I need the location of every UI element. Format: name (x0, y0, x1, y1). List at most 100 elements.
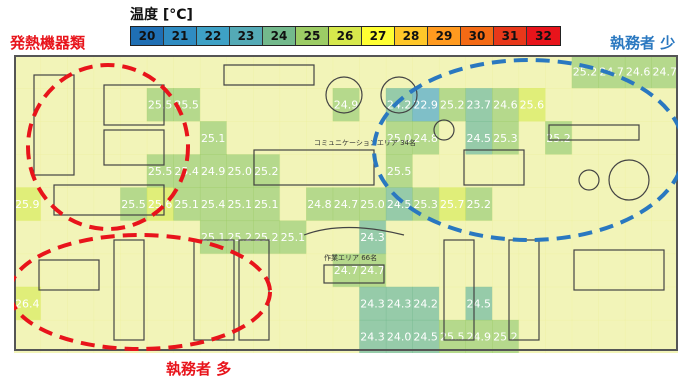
heatmap-cell (385, 220, 413, 255)
heatmap-cell (571, 121, 599, 155)
heatmap-cell (173, 187, 201, 222)
heatmap-cell (14, 253, 42, 288)
cell-temperature-label: 25.2 (254, 231, 279, 244)
heatmap-cell (226, 187, 254, 222)
heatmap-cell (385, 55, 413, 89)
heatmap-cell (518, 319, 546, 353)
cell-temperature-label: 24.9 (467, 330, 492, 343)
cell-temperature-label: 25.1 (228, 198, 253, 211)
many-workers-ellipse (14, 233, 272, 351)
heatmap-cell (545, 154, 573, 188)
heatmap-cell (332, 220, 360, 255)
heatmap-cell (253, 88, 281, 122)
heatmap-cell (14, 154, 42, 188)
heatmap-cell (14, 220, 42, 255)
heatmap-cell (438, 154, 467, 188)
heatmap-cell (120, 88, 148, 122)
heatmap-cell (226, 121, 254, 155)
heatmap-cell (332, 88, 360, 122)
heatmap-cell (598, 187, 626, 222)
cell-temperature-label: 24.3 (387, 297, 412, 310)
heatmap-cell (412, 319, 440, 353)
heatmap-cell (306, 55, 334, 89)
cell-temperature-label: 24.3 (360, 330, 385, 343)
cell-temperature-label: 25.3 (413, 198, 438, 211)
heatmap-cell (465, 319, 493, 353)
heatmap-cell (624, 286, 652, 321)
heatmap-cell (518, 187, 546, 222)
heatmap-cell (93, 154, 121, 188)
heatmap-cell (40, 253, 68, 288)
heatmap-cell (306, 154, 334, 188)
heatmap-cell (67, 319, 95, 353)
cell-temperature-label: 25.2 (440, 99, 465, 112)
heatmap-cell (199, 187, 227, 222)
legend-step: 28 (395, 27, 428, 45)
heatmap-cell (279, 121, 307, 155)
cell-temperature-label: 25.1 (201, 132, 226, 145)
heatmap-cell (492, 187, 520, 222)
heatmap-cell (253, 121, 281, 155)
heatmap-cell (226, 88, 254, 122)
communication-area-label: コミュニケーションエリア 34名 (314, 138, 416, 147)
heatmap-cell (465, 154, 493, 188)
heatmap-cell (624, 154, 652, 188)
heatmap-cell (67, 154, 95, 188)
heatmap-cell (67, 121, 95, 155)
heatmap-cell (359, 253, 387, 288)
heatmap-cell (40, 154, 68, 188)
heatmap-cell (624, 220, 652, 255)
heatmap-cell (14, 319, 42, 353)
heatmap-cell (651, 121, 678, 155)
heatmap-cell (332, 187, 360, 222)
heatmap-cell (306, 286, 334, 321)
legend-step: 29 (428, 27, 461, 45)
heatmap-cell (306, 253, 334, 288)
heatmap-cell (332, 253, 360, 288)
legend-step: 30 (461, 27, 494, 45)
heatmap-cell (67, 253, 95, 288)
cell-temperature-label: 24.7 (334, 264, 359, 277)
heatmap-cell (306, 220, 334, 255)
heatmap-cell (651, 220, 678, 255)
cell-temperature-label: 25.1 (201, 231, 226, 244)
heatmap-cell (306, 319, 334, 353)
many-workers-label: 執務者 多 (166, 360, 232, 378)
heatmap-cell (571, 55, 599, 89)
heatmap-cell (598, 319, 626, 353)
heatmap-cell (279, 55, 307, 89)
heatmap-cell (465, 55, 493, 89)
cell-temperature-label: 25.1 (254, 198, 279, 211)
heatmap-cell (14, 88, 42, 122)
heatmap-cell (120, 121, 148, 155)
heatmap-cell (438, 88, 467, 122)
heatmap-cell (598, 286, 626, 321)
legend-title: 温度 [°C] (130, 7, 193, 23)
cell-temperature-label: 25.5 (148, 165, 173, 178)
cell-temperature-label: 24.7 (360, 264, 385, 277)
cell-temperature-label: 25.3 (493, 132, 518, 145)
heatmap-cell (359, 187, 387, 222)
heatmap-cell (279, 286, 307, 321)
heatmap-cell (385, 88, 413, 122)
heatmap-cell (545, 319, 573, 353)
heatmap-cell (306, 187, 334, 222)
cell-temperature-label: 24.0 (387, 330, 412, 343)
cell-temperature-label: 25.2 (254, 165, 279, 178)
heat-equipment-ellipse (26, 63, 190, 231)
cell-temperature-label: 24.5 (387, 198, 412, 211)
heatmap-cell (173, 55, 201, 89)
heatmap-cell (199, 154, 227, 188)
heatmap-cell (67, 187, 95, 222)
heatmap-cell (518, 121, 546, 155)
heatmap-cell (492, 319, 520, 353)
furniture-lines (33, 64, 665, 341)
cell-temperature-label: 25.6 (520, 99, 545, 112)
legend-step: 25 (296, 27, 329, 45)
heatmap-cell (173, 286, 201, 321)
heatmap-cell (651, 55, 678, 89)
cell-temperature-label: 24.3 (360, 231, 385, 244)
heatmap-cell (93, 187, 121, 222)
